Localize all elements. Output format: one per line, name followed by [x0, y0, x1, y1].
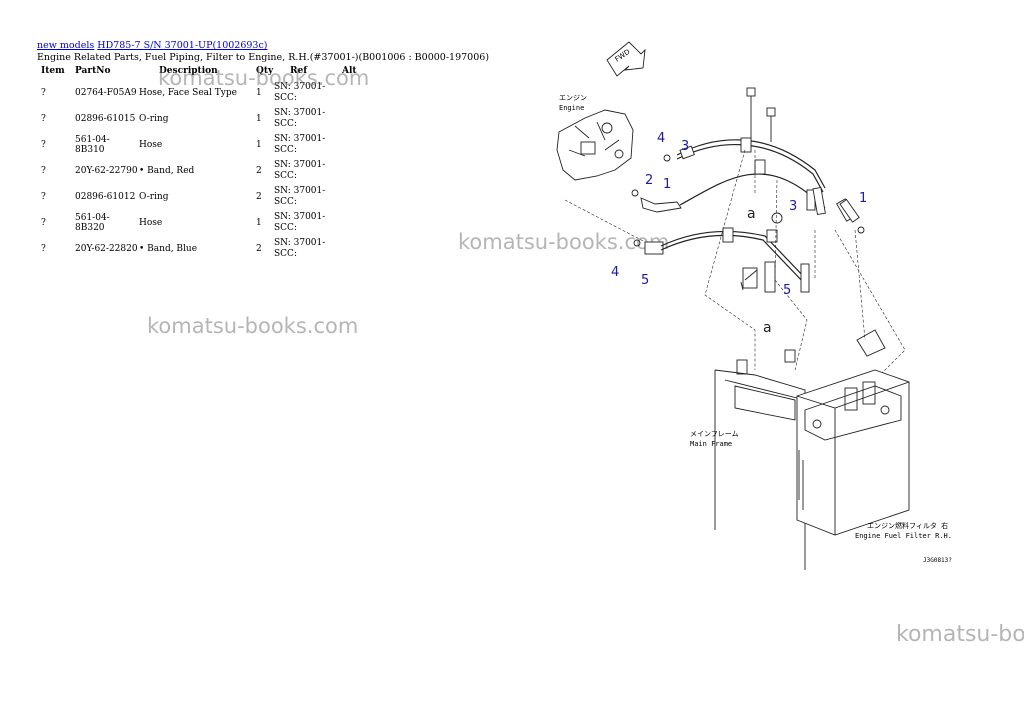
table-row: ? 561-04-8B310 Hose 1 SN: 37001-SCC: [33, 132, 372, 158]
table-row: ? 561-04-8B320 Hose 1 SN: 37001-SCC: [33, 210, 372, 236]
table-row: ? 02896-61015 O-ring 1 SN: 37001-SCC: [33, 106, 372, 132]
callout-4[interactable]: 4 [657, 131, 665, 146]
breadcrumb-link-model[interactable]: HD785-7 S/N 37001-UP(1002693c) [97, 40, 268, 51]
cell-ref: SN: 37001-SCC: [274, 238, 326, 259]
watermark: komatsu-books.com [158, 66, 370, 90]
cell-partno[interactable]: 02896-61012 [75, 192, 136, 202]
frame-label-jp: メインフレーム [690, 430, 739, 438]
callout-2[interactable]: 2 [645, 173, 653, 188]
engine-label-jp: エンジン [559, 94, 587, 102]
cell-alt [342, 210, 372, 236]
cell-partno[interactable]: 20Y-62-22820 [75, 244, 138, 254]
cell-partno[interactable]: 02764-F05A9 [75, 88, 137, 98]
cell-description: • Band, Blue [139, 244, 198, 254]
filter-label-en: Engine Fuel Filter R.H. [855, 532, 952, 540]
parts-diagram: FWD エンジン Engine メインフレーム Main Frame エンジン燃… [545, 30, 985, 575]
marker-a: a [747, 206, 756, 222]
cell-partno[interactable]: 561-04-8B310 [75, 135, 110, 155]
cell-item: ? [41, 88, 46, 98]
cell-item: ? [41, 166, 46, 176]
breadcrumb: new models HD785-7 S/N 37001-UP(1002693c… [37, 40, 268, 51]
fwd-arrow-icon [606, 41, 646, 77]
frame-label-en: Main Frame [690, 440, 732, 448]
cell-qty: 2 [256, 192, 262, 202]
cell-alt [342, 184, 372, 210]
cell-description: Hose, Face Seal Type [139, 88, 237, 98]
table-row: ? 20Y-62-22820 • Band, Blue 2 SN: 37001-… [33, 236, 372, 262]
cell-qty: 2 [256, 244, 262, 254]
cell-partno[interactable]: 20Y-62-22790 [75, 166, 138, 176]
callout-3[interactable]: 3 [681, 139, 689, 154]
header-qty: Qty [256, 66, 274, 76]
callout-5[interactable]: 5 [641, 273, 649, 288]
cell-ref: SN: 37001-SCC: [274, 186, 326, 207]
cell-item: ? [41, 192, 46, 202]
breadcrumb-link-new-models[interactable]: new models [37, 40, 95, 51]
callout-1[interactable]: 1 [859, 191, 867, 206]
callout-5[interactable]: 5 [783, 283, 791, 298]
engine-label-en: Engine [559, 104, 584, 112]
cell-partno[interactable]: 561-04-8B320 [75, 213, 110, 233]
cell-ref: SN: 37001-SCC: [274, 134, 326, 155]
header-description: Description [159, 66, 218, 76]
cell-qty: 1 [256, 140, 262, 150]
cell-item: ? [41, 244, 46, 254]
cell-ref: SN: 37001-SCC: [274, 212, 326, 233]
diagram-svg: FWD エンジン Engine メインフレーム Main Frame エンジン燃… [556, 41, 952, 570]
cell-description: Hose [139, 140, 163, 150]
main-frame [714, 369, 806, 570]
table-row: ? 02764-F05A9 Hose, Face Seal Type 1 SN:… [33, 80, 372, 106]
cell-partno[interactable]: 02896-61015 [75, 114, 136, 124]
marker-a: a [763, 320, 772, 336]
cell-qty: 1 [256, 114, 262, 124]
table-row: ? 02896-61012 O-ring 2 SN: 37001-SCC: [33, 184, 372, 210]
ref-code: J3G0813? [923, 557, 952, 564]
cell-item: ? [41, 218, 46, 228]
cell-description: • Band, Red [139, 166, 195, 176]
table-header-row: Item PartNo Description Qty Ref Alt [33, 66, 372, 80]
cell-ref: SN: 37001-SCC: [274, 160, 326, 181]
filter-label-jp: エンジン燃料フィルタ 右 [867, 521, 948, 530]
cell-alt [342, 132, 372, 158]
cell-description: O-ring [139, 192, 169, 202]
table-row: ? 20Y-62-22790 • Band, Red 2 SN: 37001-S… [33, 158, 372, 184]
watermark: komatsu-books.com [147, 314, 359, 338]
cell-alt [342, 158, 372, 184]
callout-1[interactable]: 1 [663, 177, 671, 192]
cell-description: Hose [139, 218, 163, 228]
cell-ref: SN: 37001-SCC: [274, 82, 326, 103]
callout-3[interactable]: 3 [789, 199, 797, 214]
cell-alt [342, 106, 372, 132]
callout-4[interactable]: 4 [611, 265, 619, 280]
cell-alt [342, 236, 372, 262]
cell-item: ? [41, 140, 46, 150]
cell-description: O-ring [139, 114, 169, 124]
page-title: Engine Related Parts, Fuel Piping, Filte… [37, 52, 490, 63]
cell-qty: 2 [256, 166, 262, 176]
header-ref: Ref [290, 66, 308, 76]
header-alt: Alt [342, 66, 357, 76]
engine-block [556, 109, 634, 181]
header-partno: PartNo [75, 66, 111, 76]
header-item: Item [41, 66, 65, 76]
cell-qty: 1 [256, 218, 262, 228]
watermark-partial: komatsu-bo [896, 622, 1024, 647]
cell-item: ? [41, 114, 46, 124]
cell-ref: SN: 37001-SCC: [274, 108, 326, 129]
parts-table: Item PartNo Description Qty Ref Alt ? 02… [33, 66, 372, 262]
cell-qty: 1 [256, 88, 262, 98]
fuel-filter [796, 329, 910, 536]
